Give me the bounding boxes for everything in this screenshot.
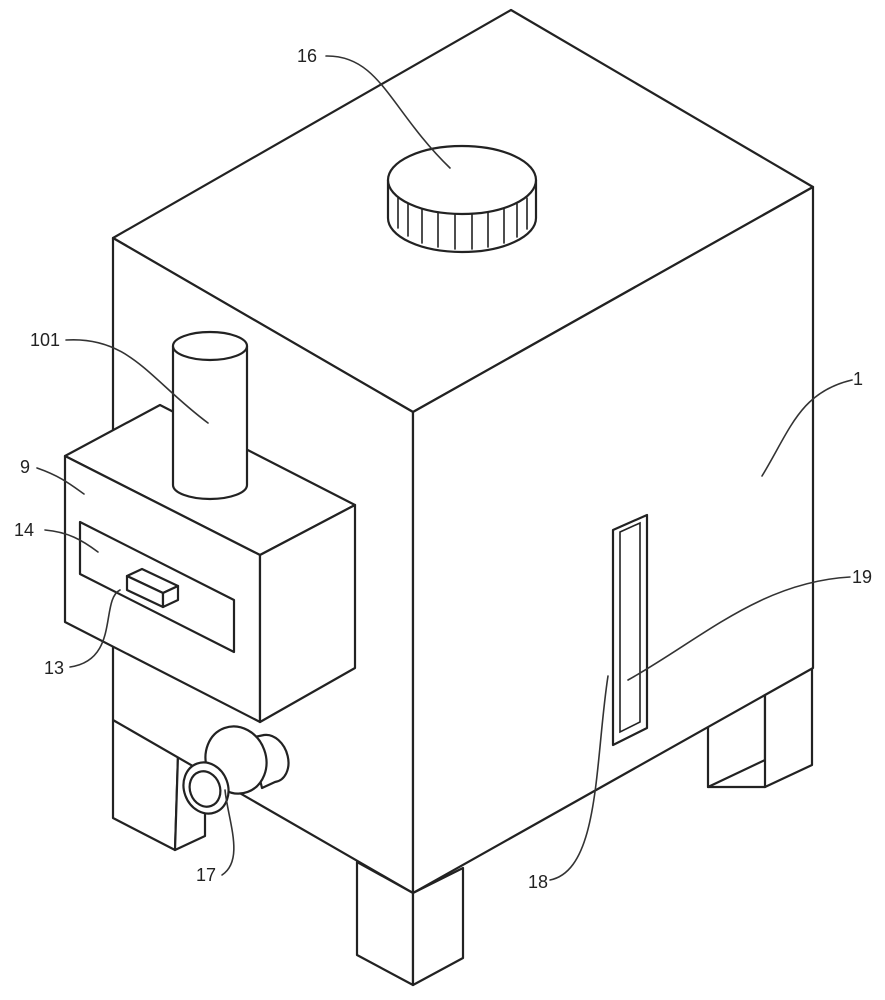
front-leg <box>355 860 465 987</box>
label-17: 17 <box>196 865 216 885</box>
label-9: 9 <box>20 457 30 477</box>
side-box <box>63 403 357 724</box>
slot-handle[interactable] <box>125 567 180 609</box>
label-19: 19 <box>852 567 872 587</box>
label-1: 1 <box>853 369 863 389</box>
outlet-fitting[interactable] <box>176 718 290 820</box>
label-13: 13 <box>44 658 64 678</box>
chimney-pipe <box>171 330 249 501</box>
label-14: 14 <box>14 520 34 540</box>
label-16: 16 <box>297 46 317 66</box>
side-box-side <box>258 503 357 724</box>
label-18: 18 <box>528 872 548 892</box>
level-window <box>611 513 649 747</box>
leader-lines <box>36 55 853 881</box>
filler-lid <box>386 144 538 254</box>
label-101: 101 <box>30 330 60 350</box>
reference-labels: 16 101 1 9 14 13 19 18 17 <box>14 46 872 892</box>
